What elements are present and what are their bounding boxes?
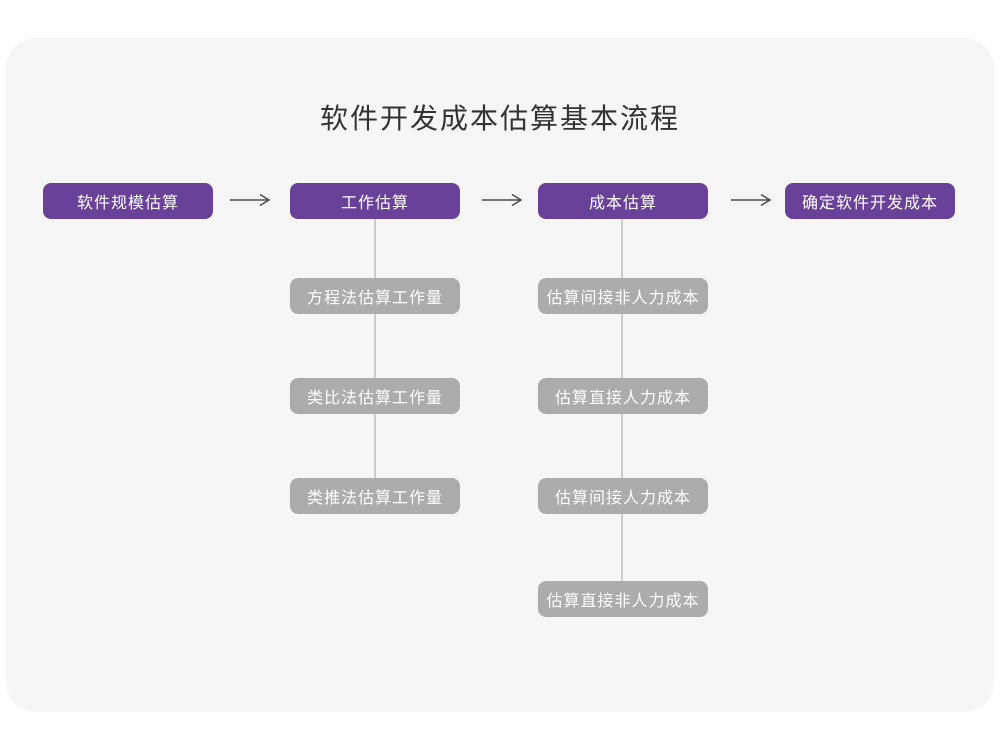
diagram-card <box>6 38 994 712</box>
cost-branch-item-indirect-labor: 估算间接人力成本 <box>538 478 708 514</box>
right-arrow-icon <box>480 192 524 208</box>
work-branch-item-equation-method: 方程法估算工作量 <box>290 278 460 314</box>
work-branch-item-inference-method: 类推法估算工作量 <box>290 478 460 514</box>
right-arrow-icon <box>228 192 272 208</box>
flow-step-software-scale-estimation: 软件规模估算 <box>43 183 213 219</box>
cost-branch-item-direct-labor: 估算直接人力成本 <box>538 378 708 414</box>
diagram-title: 软件开发成本估算基本流程 <box>319 103 680 134</box>
cost-branch-item-indirect-non-labor: 估算间接非人力成本 <box>538 278 708 314</box>
flow-step-determine-development-cost: 确定软件开发成本 <box>785 183 955 219</box>
flow-step-cost-estimation: 成本估算 <box>538 183 708 219</box>
right-arrow-icon <box>729 192 773 208</box>
flow-step-work-estimation: 工作估算 <box>290 183 460 219</box>
cost-branch-item-direct-non-labor: 估算直接非人力成本 <box>538 581 708 617</box>
connector-line-work <box>374 219 376 496</box>
work-branch-item-analogy-method: 类比法估算工作量 <box>290 378 460 414</box>
